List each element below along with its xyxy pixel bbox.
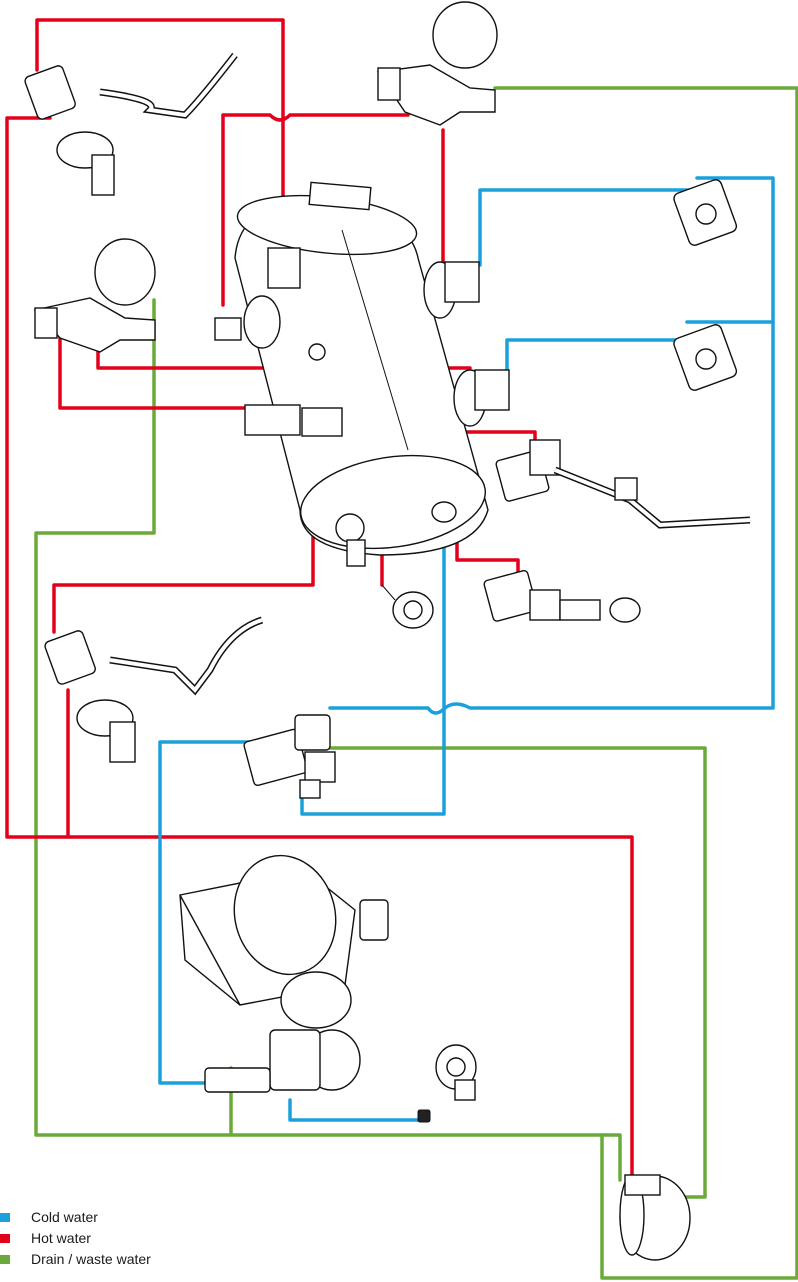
steam-valve bbox=[495, 440, 750, 525]
group-head-top-right bbox=[378, 2, 497, 125]
hot-pipe-bottom-group bbox=[54, 412, 313, 632]
legend-label-hot-water: Hot water bbox=[31, 1229, 91, 1247]
group-head-mid-left bbox=[35, 239, 155, 352]
legend-swatches bbox=[0, 1213, 10, 1264]
legend-swatch-cold bbox=[0, 1213, 10, 1222]
pump-motor bbox=[180, 844, 388, 1092]
pressure-gauge-boiler bbox=[382, 585, 433, 628]
cold-pipe-pump-gauge bbox=[290, 1100, 420, 1120]
hot-water-valve bbox=[483, 570, 640, 622]
group-head-top-left bbox=[24, 55, 235, 195]
legend-swatch-drain bbox=[0, 1255, 10, 1264]
legend-label-drain: Drain / waste water bbox=[31, 1250, 151, 1268]
drain-box bbox=[620, 1175, 690, 1260]
drain-pipe-box bbox=[602, 1135, 620, 1180]
pressure-gauge-pump bbox=[418, 1045, 476, 1122]
legend-label-cold-water: Cold water bbox=[31, 1208, 98, 1226]
solenoid-block bbox=[243, 715, 335, 798]
boiler bbox=[215, 182, 509, 566]
legend-swatch-hot bbox=[0, 1234, 10, 1243]
valve-right-lower bbox=[672, 323, 738, 392]
